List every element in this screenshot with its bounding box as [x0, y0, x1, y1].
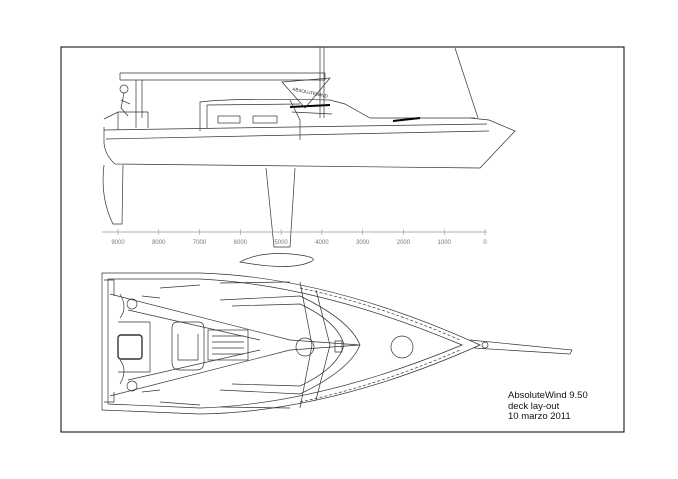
deck-plan	[101, 272, 573, 415]
mast-step	[295, 337, 315, 357]
side-profile	[102, 47, 516, 267]
cabin-top	[199, 98, 475, 131]
title-line-boat: AbsoluteWind 9.50	[508, 390, 588, 401]
deck-outline	[101, 272, 481, 415]
mast	[319, 47, 325, 118]
bowsprit	[469, 339, 573, 355]
rudder	[102, 164, 124, 225]
forestay	[454, 47, 479, 119]
winch-port	[126, 298, 138, 310]
scale-tick-label: 0	[483, 240, 487, 246]
scale-tick-label: 3000	[356, 240, 370, 246]
keel-bulb	[238, 253, 314, 267]
keel-fin	[265, 167, 296, 248]
title-block: AbsoluteWind 9.50 deck lay-out 10 marzo …	[508, 390, 588, 423]
scale-tick-label: 1000	[438, 240, 452, 246]
scale-tick-label: 2000	[397, 240, 411, 246]
winch-starboard	[126, 380, 138, 392]
scale-tick-label: 6000	[234, 240, 248, 246]
drawing-frame	[60, 46, 625, 433]
scale-tick-label: 7000	[193, 240, 207, 246]
cabin-hatch	[207, 329, 249, 361]
cabin-trunk	[219, 295, 361, 395]
scale-tick-label: 5000	[274, 240, 288, 246]
boom-lettering: ABSOLUTEWIND	[292, 86, 329, 99]
scale-tick-label: 9000	[111, 240, 125, 246]
boom	[119, 72, 326, 81]
cockpit-well	[117, 334, 143, 360]
scale-tick-label: 8000	[152, 240, 166, 246]
companionway	[171, 321, 205, 371]
scale-tick-label: 4000	[315, 240, 329, 246]
forward-hatch	[390, 335, 414, 359]
hull-profile	[103, 117, 516, 169]
scale-rule: 9000 8000 7000 6000 5000 4000 3000 2000 1000 0	[102, 229, 487, 246]
title-line-sheet: deck lay-out	[508, 400, 560, 412]
title-line-date: 10 marzo 2011	[508, 411, 571, 422]
